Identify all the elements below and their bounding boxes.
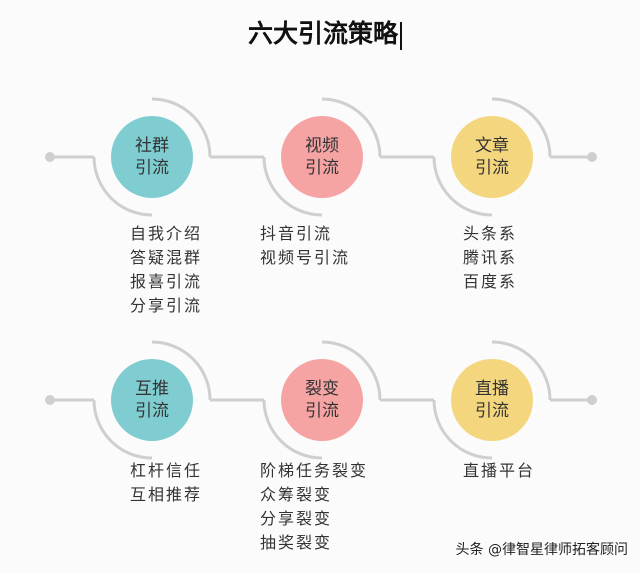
strategy-item: 众筹裂变 (260, 485, 333, 504)
strategy-item: 腾讯系 (463, 248, 518, 267)
endpoint-dot (587, 152, 597, 162)
title-text: 六大引流策略 (247, 19, 398, 48)
strategy-item: 抽奖裂变 (260, 533, 333, 552)
strategy-item: 互相推荐 (130, 485, 203, 504)
endpoint-dot (45, 152, 55, 162)
strategy-node: 社群 引流 (111, 116, 193, 198)
page-title: 六大引流策略 (0, 14, 640, 50)
strategy-node: 文章 引流 (451, 116, 533, 198)
strategy-item: 阶梯任务裂变 (260, 461, 369, 480)
strategy-items: 杠杆信任互相推荐 (130, 459, 202, 507)
strategy-item: 百度系 (463, 272, 518, 291)
strategy-item: 头条系 (463, 224, 518, 243)
strategy-item: 自我介绍 (130, 224, 203, 243)
strategy-node: 互推 引流 (111, 359, 193, 441)
strategy-items: 抖音引流视频号引流 (260, 222, 350, 270)
strategy-item: 报喜引流 (130, 272, 203, 291)
strategy-item: 答疑混群 (130, 248, 203, 267)
text-cursor (400, 21, 402, 50)
strategy-item: 杠杆信任 (130, 461, 203, 480)
strategy-node: 视频 引流 (281, 116, 363, 198)
strategy-item: 视频号引流 (260, 248, 351, 267)
strategy-items: 直播平台 (463, 459, 535, 483)
strategy-item: 分享引流 (130, 296, 203, 315)
strategy-item: 分享裂变 (260, 509, 333, 528)
strategy-item: 抖音引流 (260, 224, 333, 243)
connector-path (50, 340, 592, 460)
strategy-items: 阶梯任务裂变众筹裂变分享裂变抽奖裂变 (260, 459, 368, 555)
endpoint-dot (45, 395, 55, 405)
strategy-item: 直播平台 (463, 461, 536, 480)
strategy-node: 直播 引流 (451, 359, 533, 441)
endpoint-dot (587, 395, 597, 405)
connector-path (50, 97, 592, 217)
strategy-items: 自我介绍答疑混群报喜引流分享引流 (130, 222, 202, 318)
watermark: 头条 @律智星律师拓客顾问 (455, 542, 628, 558)
strategy-node: 裂变 引流 (281, 359, 363, 441)
strategy-items: 头条系腾讯系百度系 (463, 222, 517, 294)
